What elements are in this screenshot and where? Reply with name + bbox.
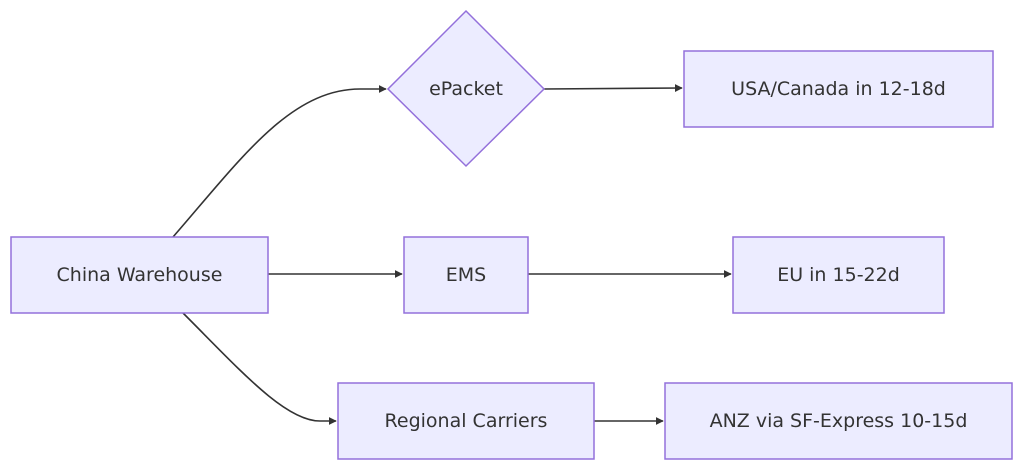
node-regional-carriers[interactable]: Regional Carriers [337, 382, 595, 460]
node-ems[interactable]: EMS [403, 236, 529, 314]
node-eu[interactable]: EU in 15-22d [732, 236, 945, 314]
edge-warehouse-epacket [172, 85, 387, 238]
edge-epacket-usa [543, 84, 683, 93]
node-epacket[interactable]: ePacket [386, 9, 546, 168]
node-usa-canada[interactable]: USA/Canada in 12-18d [683, 50, 994, 128]
node-label: China Warehouse [57, 264, 223, 286]
edge-warehouse-regional [182, 312, 337, 425]
node-label: USA/Canada in 12-18d [731, 78, 946, 100]
node-label: ANZ via SF-Express 10-15d [710, 410, 968, 432]
node-china-warehouse[interactable]: China Warehouse [10, 236, 269, 314]
node-anz[interactable]: ANZ via SF-Express 10-15d [664, 382, 1013, 460]
node-label: Regional Carriers [385, 410, 548, 432]
node-label: EMS [446, 264, 486, 286]
node-label: ePacket [429, 78, 503, 100]
node-label: EU in 15-22d [777, 264, 900, 286]
